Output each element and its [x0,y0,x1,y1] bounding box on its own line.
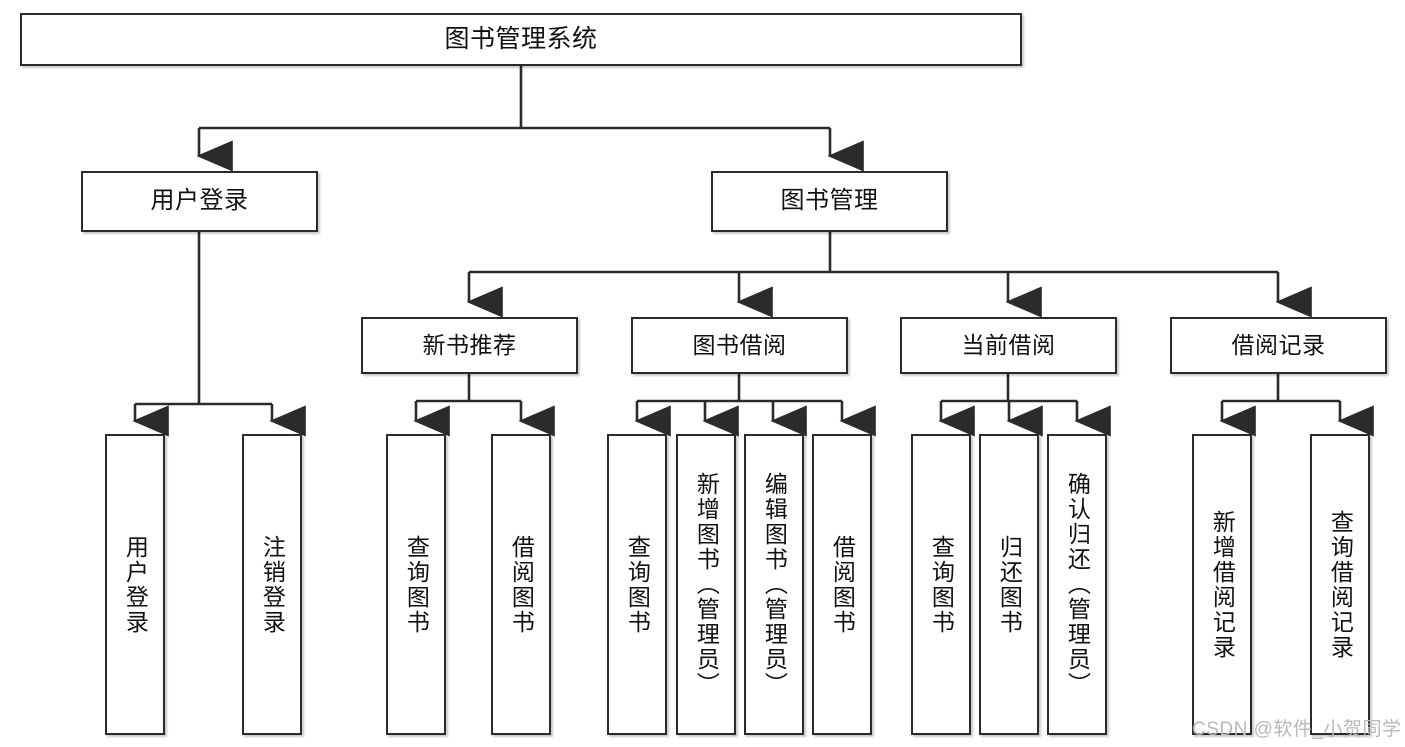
leaf-label: 借阅图书 [829,534,856,635]
leaf-label: 查询图书 [928,534,955,635]
node-current-borrow[interactable]: 当前借阅 [900,317,1117,374]
node-user-login[interactable]: 用户登录 [81,171,318,232]
node-new-book-recommend[interactable]: 新书推荐 [361,317,578,374]
leaf-query-book-recommend[interactable]: 查询图书 [386,434,446,735]
node-label: 借阅记录 [1231,331,1326,358]
leaf-add-book-admin[interactable]: 新增图书（管理员） [676,434,736,735]
leaf-label: 用户登录 [122,534,149,635]
node-book-management[interactable]: 图书管理 [711,171,948,232]
leaf-label: 查询借阅记录 [1327,509,1354,660]
node-label: 图书管理 [780,187,879,215]
leaf-return-book[interactable]: 归还图书 [979,434,1039,735]
leaf-label: 编辑图书（管理员） [761,472,788,697]
node-label: 用户登录 [150,187,249,215]
leaf-add-borrow-record[interactable]: 新增借阅记录 [1192,434,1252,735]
leaf-label: 新增图书（管理员） [693,472,720,697]
node-label: 图书借阅 [692,331,787,358]
leaf-label: 借阅图书 [508,534,535,635]
leaf-borrow-book-recommend[interactable]: 借阅图书 [491,434,551,735]
leaf-label: 查询图书 [624,534,651,635]
leaf-confirm-return-admin[interactable]: 确认归还（管理员） [1047,434,1107,735]
leaf-edit-book-admin[interactable]: 编辑图书（管理员） [744,434,804,735]
node-borrow-record[interactable]: 借阅记录 [1170,317,1387,374]
node-book-borrow[interactable]: 图书借阅 [631,317,848,374]
leaf-query-borrow-record[interactable]: 查询借阅记录 [1310,434,1370,735]
leaf-label: 归还图书 [996,534,1023,635]
node-label: 图书管理系统 [444,24,598,53]
node-label: 新书推荐 [422,331,517,358]
leaf-label: 查询图书 [403,534,430,635]
leaf-logout-login[interactable]: 注销登录 [242,434,302,735]
node-label: 当前借阅 [961,331,1056,358]
leaf-user-login[interactable]: 用户登录 [105,434,165,735]
leaf-query-book-current[interactable]: 查询图书 [911,434,971,735]
leaf-label: 确认归还（管理员） [1064,472,1091,697]
leaf-query-book-borrow[interactable]: 查询图书 [607,434,667,735]
leaf-label: 注销登录 [259,534,286,635]
leaf-borrow-book[interactable]: 借阅图书 [812,434,872,735]
node-book-management-system[interactable]: 图书管理系统 [20,13,1022,66]
watermark: CSDN @软件_小贺同学 [1192,719,1402,740]
leaf-label: 新增借阅记录 [1209,509,1236,660]
